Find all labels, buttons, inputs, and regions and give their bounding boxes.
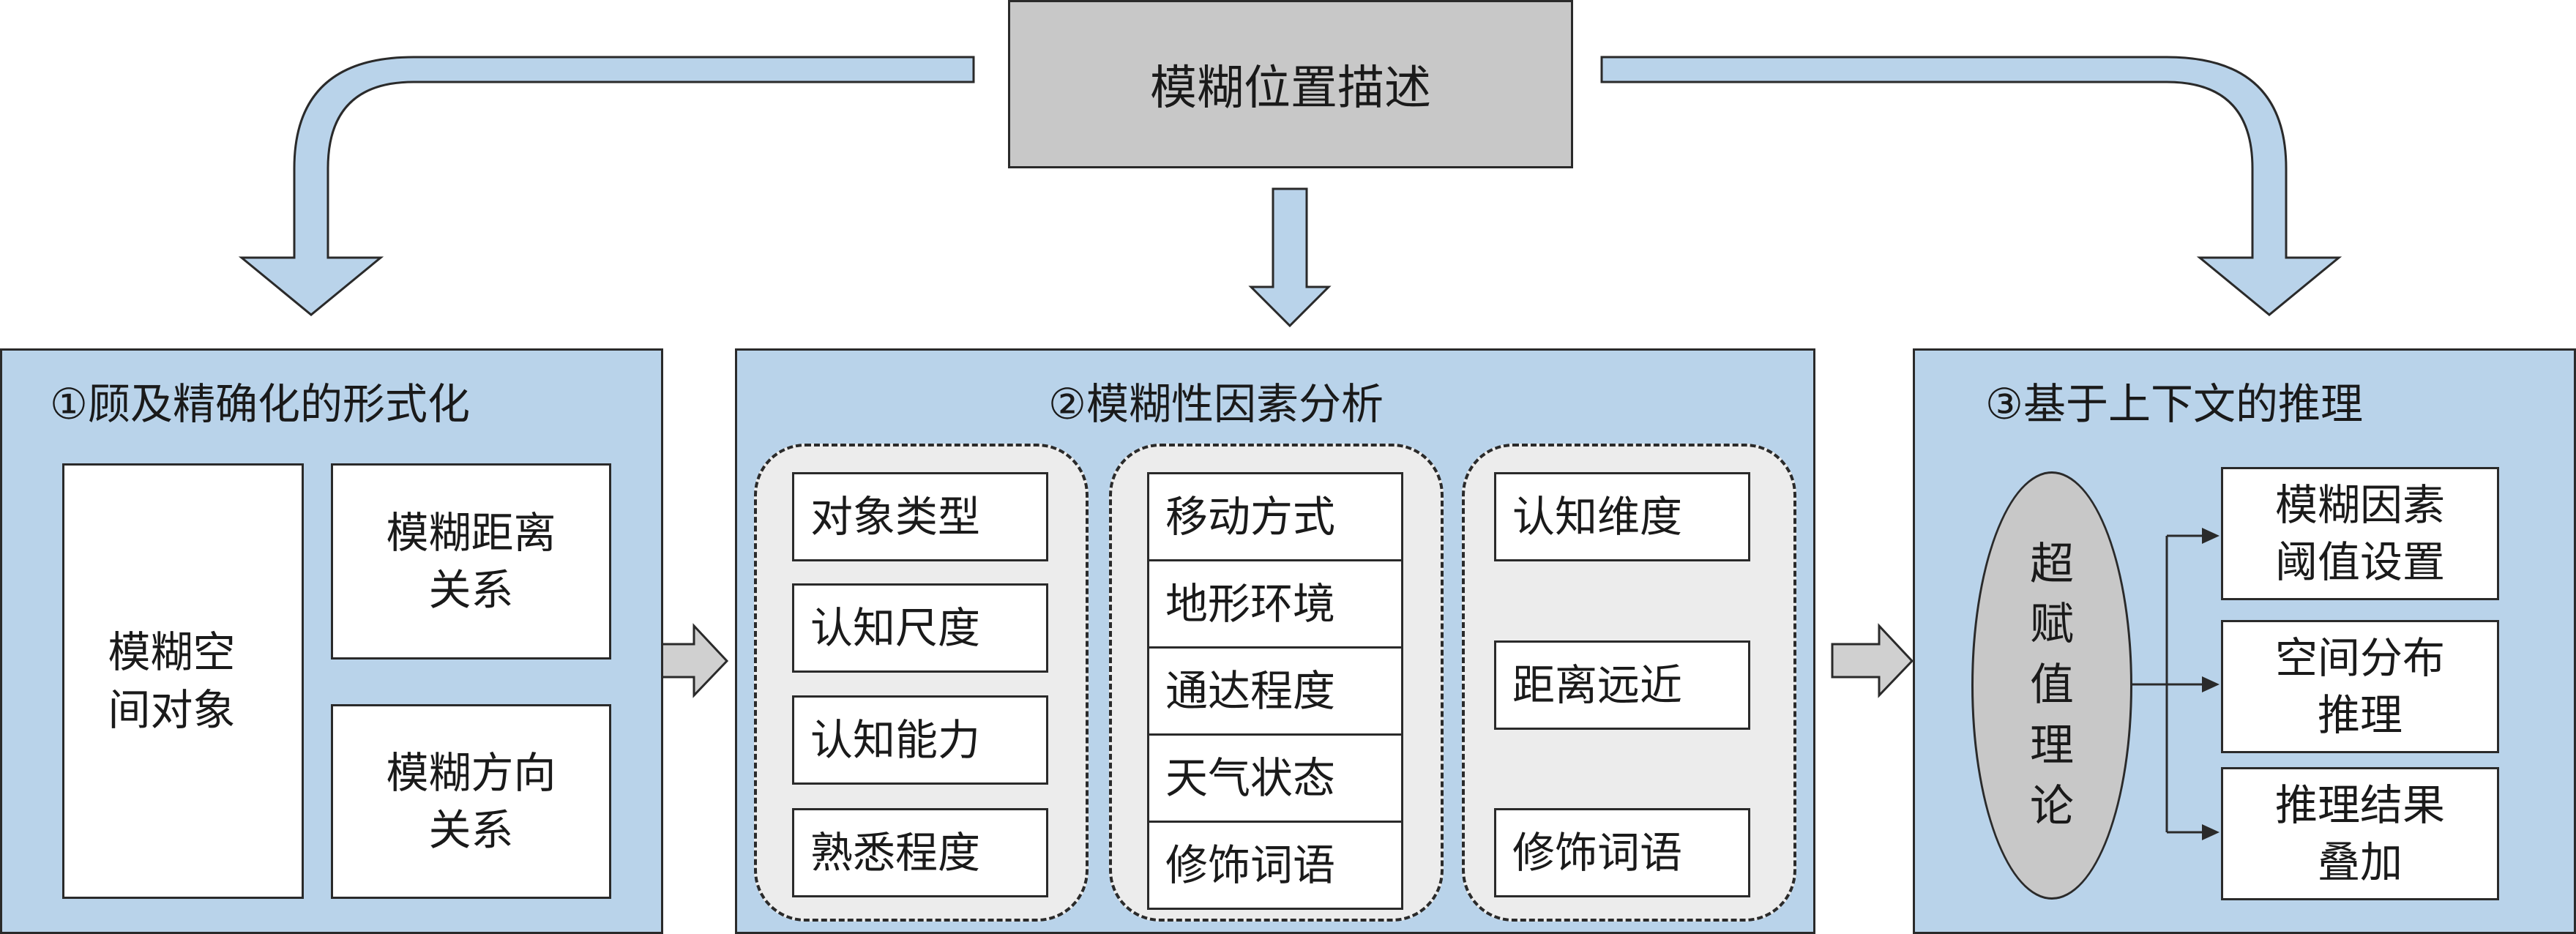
panel3-title: ③基于上下文的推理 — [1985, 379, 2363, 429]
factor-cognitive-scale: 认知尺度 — [792, 583, 1048, 673]
fuzzy-distance-relation-box: 模糊距离关系 — [331, 463, 611, 660]
curved-arrow-left — [238, 56, 975, 316]
factor-cognitive-ability: 认知能力 — [792, 695, 1048, 785]
fuzzy-direction-relation-label: 模糊方向关系 — [386, 747, 556, 855]
factor-familiarity: 熟悉程度 — [792, 808, 1048, 897]
curved-arrow-right — [1600, 56, 2342, 316]
result-overlay-label: 推理结果叠加 — [2274, 780, 2445, 887]
supervaluation-theory-ellipse: 超赋值理论 — [1971, 471, 2132, 900]
supervaluation-theory-label: 超赋值理论 — [2030, 538, 2074, 832]
factor-modifier-words-2: 修饰词语 — [1494, 808, 1750, 897]
fuzzy-spatial-object-label: 模糊空间对象 — [108, 627, 236, 735]
fuzzy-spatial-object-box: 模糊空间对象 — [62, 463, 304, 899]
factor-object-type: 对象类型 — [792, 472, 1048, 561]
factor-cognitive-dimension: 认知维度 — [1494, 472, 1750, 561]
factor-distance: 距离远近 — [1494, 640, 1750, 730]
factor-movement-mode: 移动方式 — [1147, 472, 1403, 561]
spatial-distribution-label: 空间分布推理 — [2274, 632, 2445, 740]
down-arrow-center — [1248, 187, 1332, 328]
right-arrow-2-3 — [1831, 623, 1914, 698]
factor-modifier-words: 修饰词语 — [1147, 821, 1403, 910]
fuzzy-distance-relation-label: 模糊距离关系 — [386, 507, 556, 615]
threshold-setting-box: 模糊因素阈值设置 — [2221, 467, 2499, 600]
fuzzy-location-description-box: 模糊位置描述 — [1008, 0, 1573, 168]
panel2-title: ②模糊性因素分析 — [1048, 379, 1384, 429]
factor-weather: 天气状态 — [1147, 733, 1403, 823]
panel1-title: ①顾及精确化的形式化 — [50, 379, 470, 429]
top-box-label: 模糊位置描述 — [1150, 61, 1431, 116]
fuzzy-direction-relation-box: 模糊方向关系 — [331, 704, 611, 899]
factor-terrain: 地形环境 — [1147, 559, 1403, 649]
result-overlay-box: 推理结果叠加 — [2221, 767, 2499, 900]
threshold-setting-label: 模糊因素阈值设置 — [2274, 479, 2445, 587]
spatial-distribution-box: 空间分布推理 — [2221, 620, 2499, 753]
